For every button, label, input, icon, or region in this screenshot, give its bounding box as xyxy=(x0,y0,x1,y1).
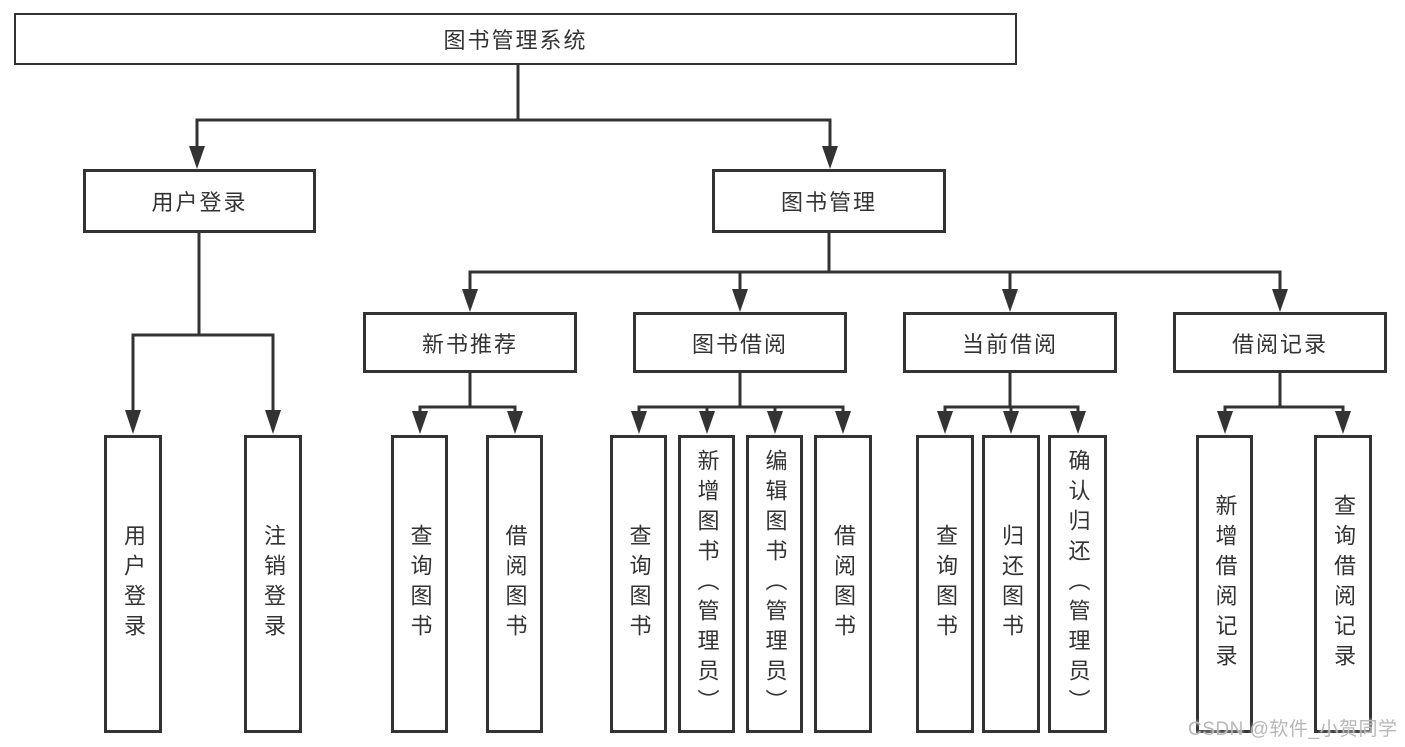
leaf-user-login: 用户登录 xyxy=(104,435,162,733)
leaf-query-borrow-record: 查询借阅记录 xyxy=(1314,435,1372,733)
node-book-borrowing: 图书借阅 xyxy=(633,312,847,373)
leaf-query-books-current: 查询图书 xyxy=(916,435,974,733)
leaf-query-books-borrow: 查询图书 xyxy=(610,435,667,733)
node-library-management-system: 图书管理系统 xyxy=(14,13,1017,65)
node-user-login: 用户登录 xyxy=(83,169,316,233)
leaf-add-borrow-record: 新增借阅记录 xyxy=(1196,435,1253,733)
leaf-edit-books-admin: 编辑图书（管理员） xyxy=(746,435,803,733)
csdn-watermark: CSDN @软件_小贺同学 xyxy=(1188,719,1398,740)
leaf-borrow-books: 借阅图书 xyxy=(814,435,872,733)
node-new-book-recommendation: 新书推荐 xyxy=(363,312,577,373)
leaf-logout: 注销登录 xyxy=(244,435,302,733)
node-borrowing-records: 借阅记录 xyxy=(1173,312,1387,373)
node-book-management: 图书管理 xyxy=(712,169,946,233)
leaf-borrow-books-recommend: 借阅图书 xyxy=(486,435,543,733)
node-current-borrowing: 当前借阅 xyxy=(903,312,1117,373)
leaf-query-books-recommend: 查询图书 xyxy=(391,435,448,733)
leaf-confirm-return-admin: 确认归还（管理员） xyxy=(1048,435,1107,733)
leaf-add-books-admin: 新增图书（管理员） xyxy=(678,435,735,733)
leaf-return-books: 归还图书 xyxy=(982,435,1040,733)
